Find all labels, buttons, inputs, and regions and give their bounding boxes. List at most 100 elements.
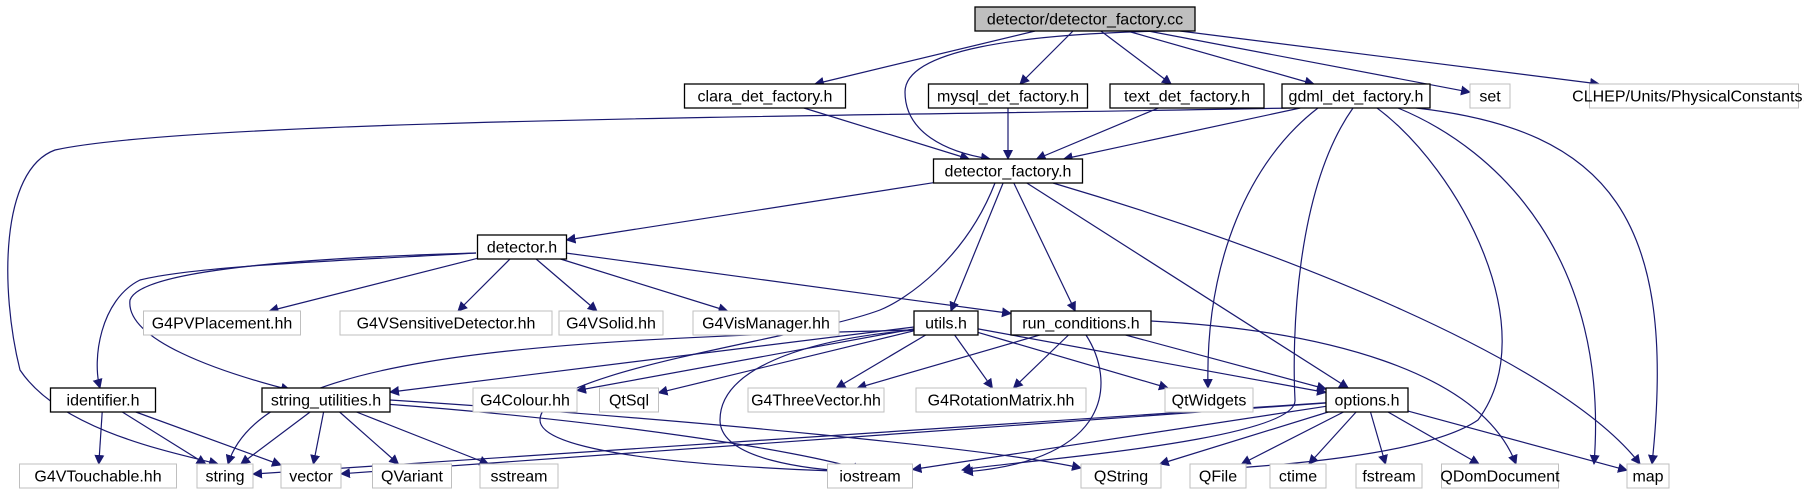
edge-utils-to-g4three xyxy=(835,334,927,389)
node-box xyxy=(599,387,659,413)
edge-runcond-to-g4three xyxy=(856,334,1040,391)
node-detector[interactable]: detector.h xyxy=(476,234,568,260)
edge-runcond-to-qdom xyxy=(1150,320,1518,465)
edge-line xyxy=(1062,107,1301,162)
node-box xyxy=(1441,463,1559,489)
edge-gdml-to-detfac xyxy=(1062,107,1301,162)
node-qdom: QDomDocument xyxy=(1440,463,1560,489)
node-g4vsd: G4VSensitiveDetector.hh xyxy=(339,310,553,336)
edge-gdml-to-qdom xyxy=(1397,107,1600,465)
edge-strutil-to-vector xyxy=(310,411,325,465)
node-label: set xyxy=(1479,89,1501,106)
edge-line xyxy=(1179,30,1601,88)
node-label: string_utilities.h xyxy=(271,393,381,410)
node-box xyxy=(372,463,452,489)
node-box xyxy=(932,158,1084,184)
edge-line xyxy=(1125,334,1327,392)
edge-line xyxy=(1147,30,1471,96)
node-utils[interactable]: utils.h xyxy=(913,310,979,336)
edge-line xyxy=(268,257,478,314)
edge-detector-to-strutil xyxy=(129,252,477,393)
node-g4colour: G4Colour.hh xyxy=(472,387,578,413)
edge-line xyxy=(135,411,282,467)
edge-strutil-to-string xyxy=(240,411,311,465)
edge-line xyxy=(1035,107,1159,161)
node-root[interactable]: detector/detector_factory.cc xyxy=(974,6,1196,32)
node-box xyxy=(1281,83,1431,109)
node-box xyxy=(196,463,254,489)
edge-line xyxy=(560,258,729,314)
node-label: identifier.h xyxy=(67,393,140,410)
edge-options-to-ctime xyxy=(1308,411,1357,465)
edge-line xyxy=(963,334,1102,477)
node-strutil[interactable]: string_utilities.h xyxy=(261,387,391,413)
edge-line xyxy=(94,411,105,465)
node-mysql[interactable]: mysql_det_factory.h xyxy=(927,83,1089,109)
node-box xyxy=(974,6,1196,32)
edge-strutil-to-iostream xyxy=(384,403,863,473)
node-g4vis: G4VisManager.hh xyxy=(692,310,840,336)
node-box xyxy=(1164,387,1254,413)
node-runcond[interactable]: run_conditions.h xyxy=(1010,310,1152,336)
edge-options-to-vector xyxy=(340,402,1327,479)
edge-line xyxy=(1012,334,1069,389)
node-box xyxy=(19,463,177,489)
node-label: G4VSensitiveDetector.hh xyxy=(357,316,536,333)
node-label: QFile xyxy=(1199,469,1237,486)
node-box xyxy=(927,83,1089,109)
edge-line xyxy=(719,329,915,477)
node-box xyxy=(1469,83,1511,109)
edge-text-to-detfac xyxy=(1035,107,1159,161)
edge-line xyxy=(129,252,477,393)
edge-options-to-qstring xyxy=(1158,411,1329,467)
edge-options-to-qdom xyxy=(1387,411,1480,465)
edge-line xyxy=(340,402,1327,479)
edge-line xyxy=(1240,411,1344,465)
edge-line xyxy=(1202,107,1319,389)
node-box xyxy=(476,234,568,260)
node-box xyxy=(683,83,847,109)
edge-root-to-clara xyxy=(813,30,1036,87)
node-label: QtSql xyxy=(609,393,649,410)
edge-line xyxy=(1052,182,1641,465)
node-label: QVariant xyxy=(381,469,444,486)
edge-line xyxy=(1387,411,1480,465)
edge-line xyxy=(1150,320,1518,465)
node-label: QtWidgets xyxy=(1172,393,1247,410)
node-sstream: sstream xyxy=(479,463,559,489)
edge-line xyxy=(657,330,915,396)
node-box xyxy=(747,387,885,413)
node-detfac[interactable]: detector_factory.h xyxy=(932,158,1084,184)
node-label: G4VTouchable.hh xyxy=(34,469,161,486)
node-box xyxy=(915,387,1087,413)
node-label: run_conditions.h xyxy=(1022,316,1139,333)
edge-line xyxy=(252,402,1327,479)
node-gdml[interactable]: gdml_det_factory.h xyxy=(1281,83,1431,109)
edge-line xyxy=(1369,411,1388,465)
node-identifier[interactable]: identifier.h xyxy=(49,387,157,413)
node-box xyxy=(1010,310,1152,336)
edge-line xyxy=(384,403,863,473)
node-clara[interactable]: clara_det_factory.h xyxy=(683,83,847,109)
edge-runcond-to-g4rot xyxy=(1012,334,1069,389)
node-options[interactable]: options.h xyxy=(1325,387,1409,413)
edge-line xyxy=(310,411,325,465)
edge-layer xyxy=(7,30,1658,479)
node-vector: vector xyxy=(280,463,342,489)
node-text[interactable]: text_det_factory.h xyxy=(1109,83,1265,109)
node-box xyxy=(1080,463,1162,489)
edge-utils-to-strutil xyxy=(389,326,915,396)
node-label: string xyxy=(205,469,244,486)
edge-options-to-string xyxy=(252,402,1327,479)
edge-detfac-to-detector xyxy=(565,182,934,244)
node-label: QDomDocument xyxy=(1440,469,1560,486)
edge-root-to-set xyxy=(1147,30,1471,96)
node-qtwidgets: QtWidgets xyxy=(1164,387,1254,413)
node-g4vtouch: G4VTouchable.hh xyxy=(19,463,177,489)
edge-options-to-fstream xyxy=(1369,411,1388,465)
node-box xyxy=(261,387,391,413)
node-box xyxy=(692,310,840,336)
edge-line xyxy=(1415,107,1658,465)
edge-root-to-clhep xyxy=(1179,30,1601,88)
edge-options-to-iostream xyxy=(911,405,1327,474)
